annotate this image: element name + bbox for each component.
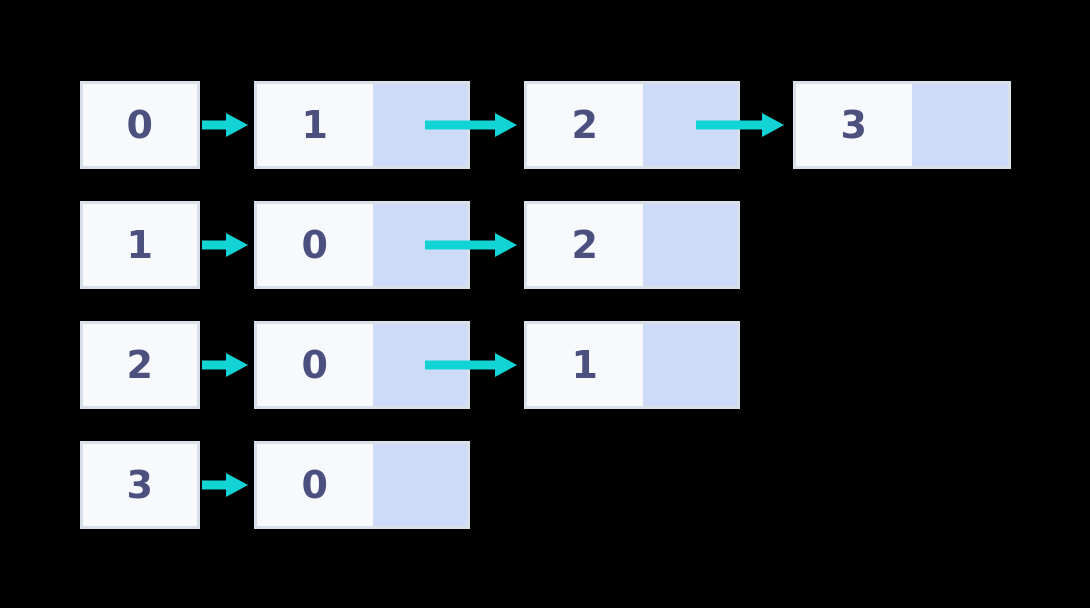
node-value: 2	[571, 223, 599, 267]
head-to-node-arrow	[202, 112, 248, 138]
node-value: 0	[301, 343, 329, 387]
head-box[interactable]: 0	[80, 81, 200, 169]
node-value-cell: 2	[527, 84, 643, 166]
head-box[interactable]: 2	[80, 321, 200, 409]
node-value-cell: 0	[257, 444, 373, 526]
node-pointer-cell	[643, 324, 737, 406]
head-box[interactable]: 1	[80, 201, 200, 289]
node-value-cell: 3	[796, 84, 912, 166]
list-node[interactable]: 0	[254, 201, 470, 289]
adjacency-row-1: 1 0 2	[0, 201, 1090, 289]
node-value-cell: 1	[527, 324, 643, 406]
node-value: 0	[301, 463, 329, 507]
list-node[interactable]: 2	[524, 81, 740, 169]
list-node[interactable]: 2	[524, 201, 740, 289]
node-value-cell: 2	[527, 204, 643, 286]
node-pointer-cell	[373, 324, 467, 406]
list-node[interactable]: 1	[254, 81, 470, 169]
head-value: 0	[126, 103, 154, 147]
node-value-cell: 0	[257, 324, 373, 406]
head-to-node-arrow	[202, 232, 248, 258]
node-pointer-cell	[912, 84, 1008, 166]
node-value: 3	[840, 103, 868, 147]
head-value: 2	[126, 343, 154, 387]
node-pointer-cell	[373, 204, 467, 286]
node-pointer-cell	[643, 84, 737, 166]
node-value-cell: 0	[257, 204, 373, 286]
node-value: 1	[301, 103, 329, 147]
head-value: 3	[126, 463, 154, 507]
list-node[interactable]: 1	[524, 321, 740, 409]
list-node[interactable]: 3	[793, 81, 1011, 169]
node-value: 2	[571, 103, 599, 147]
adjacency-row-0: 0 1 2 3	[0, 81, 1090, 169]
head-to-node-arrow	[202, 352, 248, 378]
head-value: 1	[126, 223, 154, 267]
list-node[interactable]: 0	[254, 441, 470, 529]
node-pointer-cell	[643, 204, 737, 286]
node-value: 1	[571, 343, 599, 387]
list-node[interactable]: 0	[254, 321, 470, 409]
node-pointer-cell	[373, 84, 467, 166]
head-box[interactable]: 3	[80, 441, 200, 529]
node-value: 0	[301, 223, 329, 267]
adjacency-row-2: 2 0 1	[0, 321, 1090, 409]
node-pointer-cell	[373, 444, 467, 526]
node-value-cell: 1	[257, 84, 373, 166]
head-to-node-arrow	[202, 472, 248, 498]
